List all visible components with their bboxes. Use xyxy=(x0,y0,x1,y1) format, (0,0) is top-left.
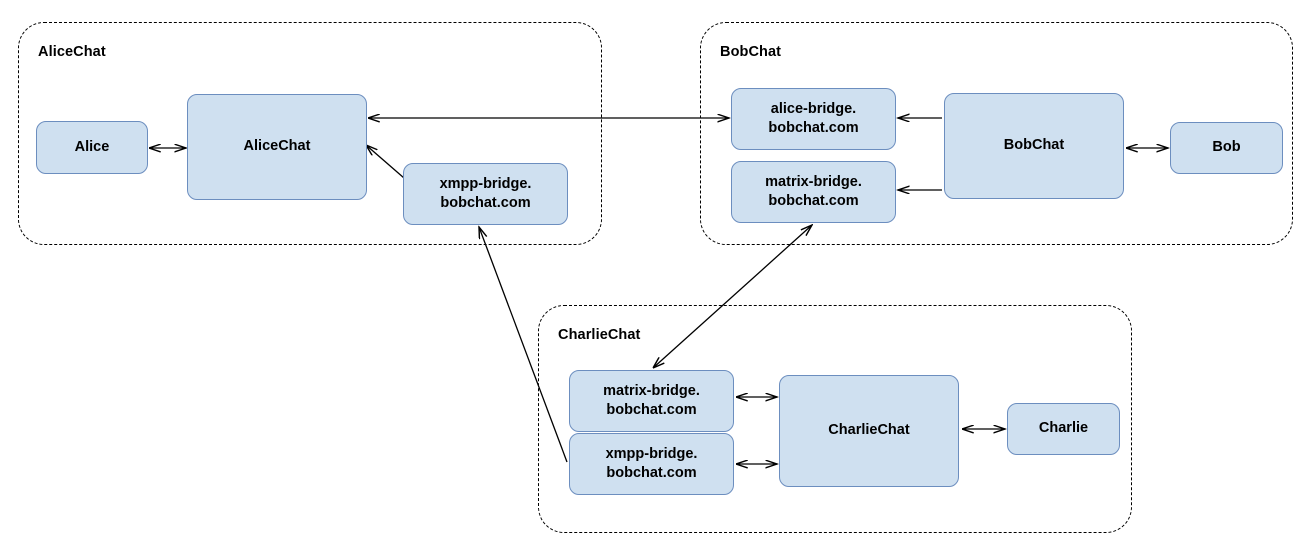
node-bob-matrix-bridge-label: matrix-bridge. bobchat.com xyxy=(765,173,862,211)
node-alicechat-server[interactable]: AliceChat xyxy=(187,94,367,200)
node-charlie[interactable]: Charlie xyxy=(1007,403,1120,455)
node-charliechat-server-label-line1: CharlieChat xyxy=(828,422,910,439)
group-charliechat-label: CharlieChat xyxy=(558,327,641,343)
node-bob[interactable]: Bob xyxy=(1170,122,1283,174)
node-bob-alice-bridge-label: alice-bridge. bobchat.com xyxy=(768,100,858,138)
group-bobchat-label: BobChat xyxy=(720,44,782,60)
node-alice-xmpp-bridge[interactable]: xmpp-bridge. bobchat.com xyxy=(403,163,568,225)
node-bob-label-line1: Bob xyxy=(1212,139,1241,156)
node-bobchat-server-label-line1: BobChat xyxy=(1003,137,1065,154)
node-bob-matrix-bridge[interactable]: matrix-bridge. bobchat.com xyxy=(731,161,896,223)
group-bobchat xyxy=(700,22,1293,245)
node-alicechat-server-label-line1: AliceChat xyxy=(243,138,311,155)
node-bob-matrix-bridge-label-line2: bobchat.com xyxy=(768,193,859,209)
node-charlie-matrix-bridge-label-line1: matrix-bridge. xyxy=(603,382,700,399)
node-alice-xmpp-bridge-label: xmpp-bridge. bobchat.com xyxy=(440,175,532,213)
node-charliechat-server[interactable]: CharlieChat xyxy=(779,375,959,487)
node-alice-xmpp-bridge-label-line2: bobchat.com xyxy=(440,195,531,211)
node-alice-label-line1: Alice xyxy=(74,138,110,155)
node-charlie-matrix-bridge-label: matrix-bridge. bobchat.com xyxy=(603,382,700,420)
node-bob-alice-bridge-label-line1: alice-bridge. xyxy=(770,100,857,117)
node-charlie-xmpp-bridge-label-line2: bobchat.com xyxy=(606,465,697,481)
node-alice-xmpp-bridge-label-line1: xmpp-bridge. xyxy=(439,175,532,192)
node-charlie-xmpp-bridge[interactable]: xmpp-bridge. bobchat.com xyxy=(569,433,734,495)
node-charlie-xmpp-bridge-label: xmpp-bridge. bobchat.com xyxy=(606,445,698,483)
node-charlie-matrix-bridge[interactable]: matrix-bridge. bobchat.com xyxy=(569,370,734,432)
node-charlie-matrix-bridge-label-line2: bobchat.com xyxy=(606,402,697,418)
node-charlie-label-line1: Charlie xyxy=(1038,420,1089,437)
node-bob-alice-bridge-label-line2: bobchat.com xyxy=(768,120,859,136)
node-alice[interactable]: Alice xyxy=(36,121,148,174)
group-alicechat xyxy=(18,22,602,245)
group-alicechat-label: AliceChat xyxy=(38,44,106,60)
node-charlie-xmpp-bridge-label-line1: xmpp-bridge. xyxy=(605,445,698,462)
node-bob-matrix-bridge-label-line1: matrix-bridge. xyxy=(765,173,862,190)
node-bob-alice-bridge[interactable]: alice-bridge. bobchat.com xyxy=(731,88,896,150)
node-bobchat-server[interactable]: BobChat xyxy=(944,93,1124,199)
group-charliechat xyxy=(538,305,1132,533)
